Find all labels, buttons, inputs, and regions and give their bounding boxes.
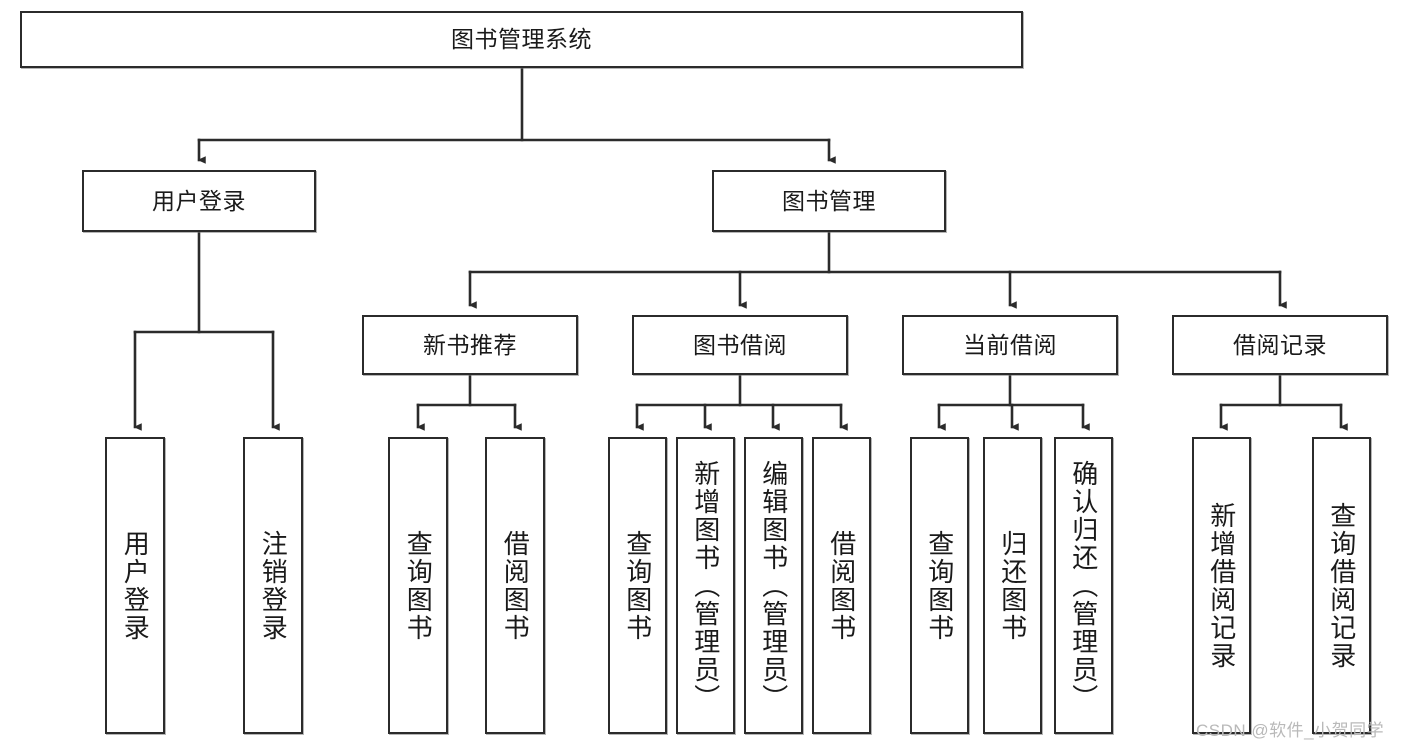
node-leaf-borrow-book[interactable]: 借阅图书 [812,437,871,734]
node-book-borrow[interactable]: 图书借阅 [632,315,848,375]
node-user-login-label: 用户登录 [152,187,246,214]
node-leaf-return-book[interactable]: 归还图书 [983,437,1042,734]
node-new-book-recommend[interactable]: 新书推荐 [362,315,578,375]
node-leaf-query-book-rec-label: 查询图书 [403,529,434,642]
node-root-label: 图书管理系统 [451,26,592,53]
node-leaf-query-book-current-label: 查询图书 [924,529,955,642]
node-leaf-add-borrow-record-label: 新增借阅记录 [1206,501,1237,670]
node-leaf-add-book-admin[interactable]: 新增图书（管理员） [676,437,735,734]
node-leaf-borrow-book-label: 借阅图书 [826,529,857,642]
node-borrow-record-label: 借阅记录 [1233,331,1327,358]
node-current-borrow-label: 当前借阅 [963,331,1057,358]
node-leaf-user-logout-label: 注销登录 [258,529,289,642]
node-leaf-user-login-label: 用户登录 [120,529,151,642]
node-leaf-query-book-rec[interactable]: 查询图书 [388,437,448,734]
node-leaf-confirm-return-admin-label: 确认归还（管理员） [1068,459,1099,712]
node-leaf-query-borrow-record[interactable]: 查询借阅记录 [1312,437,1371,734]
node-book-borrow-label: 图书借阅 [693,331,787,358]
node-user-login[interactable]: 用户登录 [82,170,316,232]
node-leaf-add-book-admin-label: 新增图书（管理员） [690,459,721,712]
node-current-borrow[interactable]: 当前借阅 [902,315,1118,375]
node-leaf-query-book-borrow[interactable]: 查询图书 [608,437,667,734]
node-leaf-borrow-book-rec[interactable]: 借阅图书 [485,437,545,734]
node-new-book-recommend-label: 新书推荐 [423,331,517,358]
node-book-manage-label: 图书管理 [782,187,876,214]
node-root[interactable]: 图书管理系统 [20,11,1023,68]
node-book-manage[interactable]: 图书管理 [712,170,946,232]
node-leaf-query-borrow-record-label: 查询借阅记录 [1326,501,1357,670]
node-leaf-user-login[interactable]: 用户登录 [105,437,165,734]
node-leaf-borrow-book-rec-label: 借阅图书 [500,529,531,642]
node-leaf-query-book-borrow-label: 查询图书 [622,529,653,642]
node-leaf-confirm-return-admin[interactable]: 确认归还（管理员） [1054,437,1113,734]
node-leaf-edit-book-admin-label: 编辑图书（管理员） [758,459,789,712]
node-borrow-record[interactable]: 借阅记录 [1172,315,1388,375]
node-leaf-add-borrow-record[interactable]: 新增借阅记录 [1192,437,1251,734]
node-leaf-query-book-current[interactable]: 查询图书 [910,437,969,734]
node-leaf-edit-book-admin[interactable]: 编辑图书（管理员） [744,437,803,734]
node-leaf-user-logout[interactable]: 注销登录 [243,437,303,734]
node-leaf-return-book-label: 归还图书 [997,529,1028,642]
